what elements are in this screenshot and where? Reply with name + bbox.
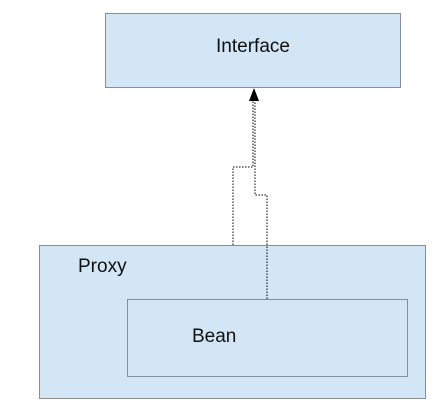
interface-label: Interface — [216, 36, 290, 57]
interface-arrowhead-icon — [249, 88, 259, 101]
proxy-label: Proxy — [78, 256, 127, 277]
interface-box: Interface — [105, 13, 401, 88]
proxy-to-interface-connector — [232, 100, 254, 245]
proxy-box: Proxy Bean — [39, 245, 426, 399]
bean-box: Bean — [127, 299, 408, 377]
bean-label: Bean — [192, 326, 237, 347]
